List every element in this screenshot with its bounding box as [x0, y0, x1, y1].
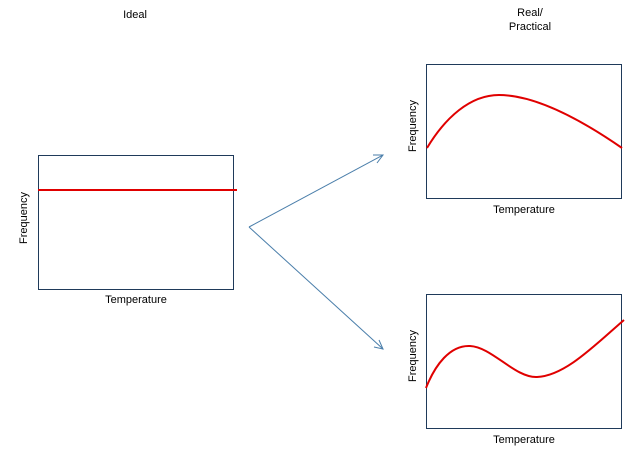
chart-real2-frame: [426, 294, 622, 429]
chart-real1-curve: [426, 93, 623, 149]
heading-real-practical: Real/ Practical: [490, 6, 570, 34]
arrow-to-real1: [248, 154, 384, 228]
heading-real-line1: Real/: [517, 7, 543, 19]
arrow-to-real1-head: [373, 154, 384, 164]
chart-ideal-frame: [38, 155, 234, 290]
chart-real2-xlabel: Temperature: [493, 434, 555, 446]
chart-ideal-ylabel: Frequency: [18, 192, 30, 244]
heading-ideal: Ideal: [110, 8, 160, 22]
chart-real1-frame: [426, 64, 622, 199]
chart-ideal-xlabel: Temperature: [105, 294, 167, 306]
chart-real2-curve: [425, 319, 625, 389]
chart-real2-ylabel: Frequency: [407, 330, 419, 382]
heading-real-line2: Practical: [508, 21, 552, 33]
branch-arrows: [248, 154, 384, 350]
chart-real1-ylabel: Frequency: [407, 100, 419, 152]
heading-ideal-text: Ideal: [123, 9, 147, 21]
arrow-to-real2-head: [373, 339, 384, 350]
chart-real1-xlabel: Temperature: [493, 204, 555, 216]
arrow-to-real2: [248, 226, 384, 350]
